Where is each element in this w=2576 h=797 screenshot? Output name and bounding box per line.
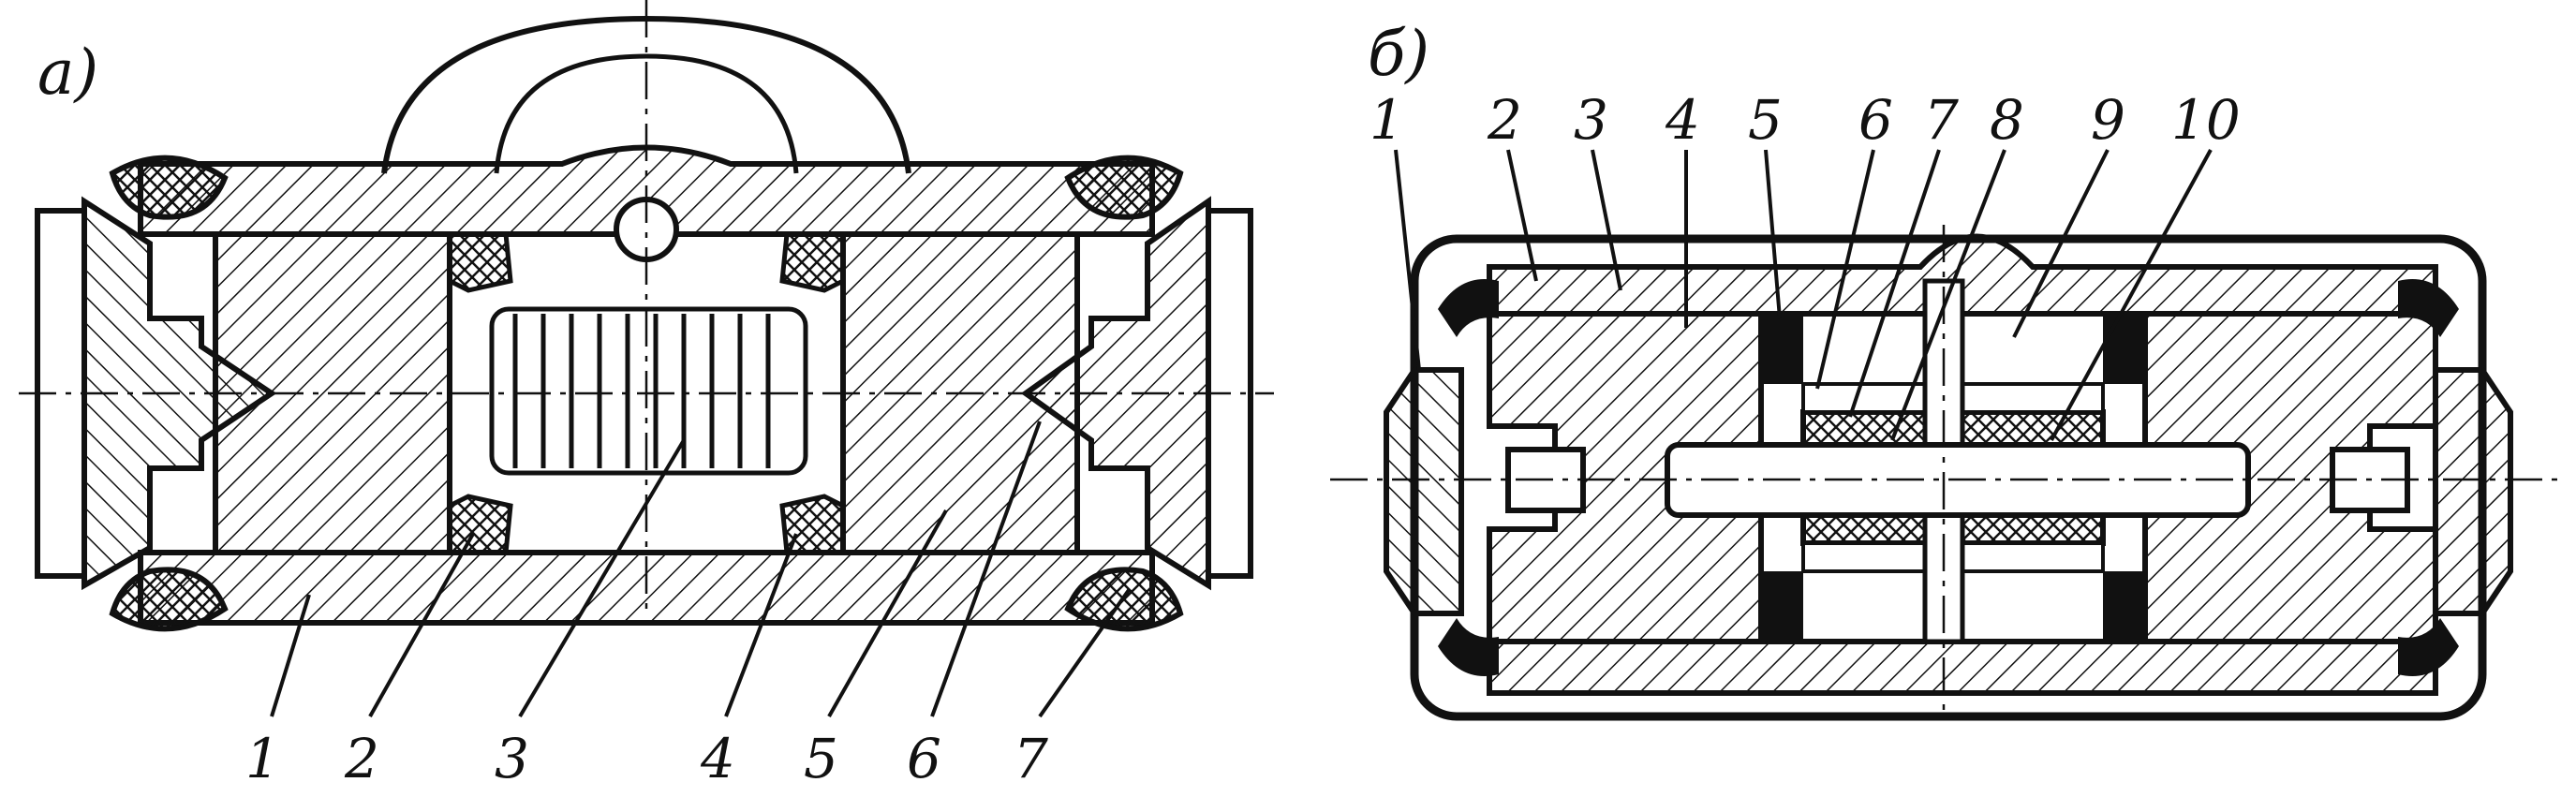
callout-b-8: 8 — [1990, 88, 2024, 152]
callout-b-2: 2 — [1487, 88, 1522, 152]
left-boot-top — [109, 155, 229, 220]
callout-b-10: 10 — [2171, 88, 2241, 152]
callout-b-3: 3 — [1574, 88, 1608, 152]
leader-lines-a — [270, 421, 1131, 718]
callout-b-5: 5 — [1748, 88, 1783, 152]
spring — [489, 306, 808, 476]
housing-bottom-wall — [1487, 639, 2438, 696]
callout-a-7: 7 — [1014, 727, 1048, 790]
callout-b-1: 1 — [1369, 88, 1404, 152]
seal-right-top — [2103, 314, 2145, 384]
callout-a-6: 6 — [907, 727, 941, 790]
callout-a-3: 3 — [495, 727, 529, 790]
callout-b-9: 9 — [2091, 88, 2125, 152]
callout-b-7: 7 — [1924, 88, 1959, 152]
panel-b-caption: б) — [1368, 18, 1429, 90]
left-cup-top — [447, 231, 513, 293]
left-boot-bottom — [109, 567, 229, 632]
callout-a-2: 2 — [344, 727, 379, 790]
panel-a: а) — [19, 0, 1274, 790]
boss-inner — [494, 53, 799, 174]
boot-left-top — [1438, 279, 1499, 337]
boot-left-bottom — [1438, 618, 1499, 676]
callout-b-4: 4 — [1665, 88, 1700, 152]
right-piston-b — [2142, 311, 2438, 644]
panel-a-caption: а) — [37, 37, 98, 109]
leader-lines-b — [1394, 149, 2213, 441]
seal-right-bottom — [2103, 571, 2145, 642]
housing-top-wall — [1487, 233, 2438, 317]
seal-left-top — [1761, 314, 1803, 384]
callout-a-5: 5 — [804, 727, 838, 790]
callout-a-1: 1 — [245, 727, 280, 790]
boot-right-bottom — [2398, 618, 2459, 676]
seal-left-bottom — [1761, 571, 1803, 642]
callout-a-4: 4 — [700, 727, 735, 790]
right-cup-bottom — [779, 494, 846, 555]
boot-right-top — [2398, 279, 2459, 337]
panel-b: б) — [1330, 18, 2567, 721]
left-cup-bottom — [447, 494, 513, 555]
right-cup-top — [779, 231, 846, 293]
callout-b-6: 6 — [1858, 88, 1893, 152]
left-piston-b — [1487, 311, 1764, 644]
right-cap-b — [2433, 367, 2513, 616]
right-boot-top — [1064, 155, 1184, 220]
left-cap-b — [1384, 367, 1464, 616]
